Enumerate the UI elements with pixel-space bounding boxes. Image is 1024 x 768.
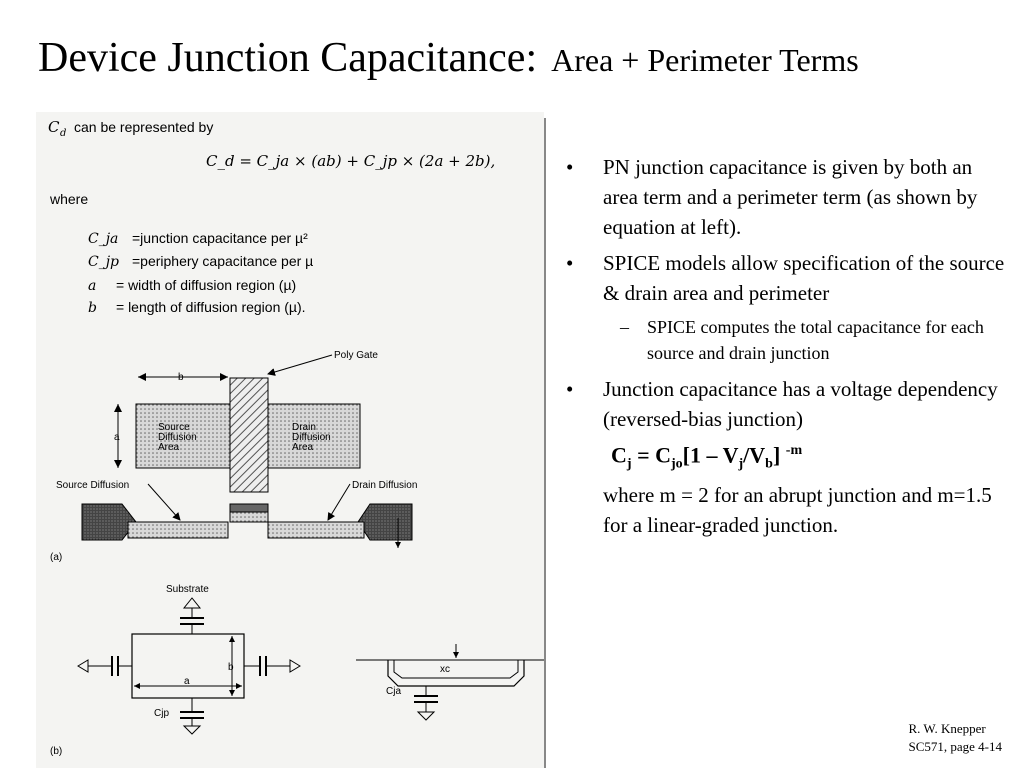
intro-symbol-sub: d (60, 128, 66, 139)
formula-note: where m = 2 for an abrupt junction and m… (603, 482, 992, 537)
a-dim-label: a (114, 432, 120, 443)
source-area-label-2: Diffusion (158, 432, 197, 443)
bullet-text: PN junction capacitance is given by both… (603, 155, 978, 239)
drain-diffusion-label: Drain Diffusion (352, 480, 417, 491)
formula-slash: /V (743, 442, 766, 468)
formula-sub-jo: jo (671, 456, 683, 472)
intro-symbol: C (48, 118, 60, 136)
figure-divider (544, 118, 546, 768)
bullet-dot-icon: • (566, 377, 574, 401)
b-dim-label-2: b (228, 662, 234, 673)
junction-formula: Cj = Cjo[1 – Vj/Vb] -m (566, 436, 1006, 480)
slide-title: Device Junction Capacitance: Area + Perim… (38, 34, 859, 82)
def-symbol-cjp: C_jp (88, 254, 119, 270)
junction-diagram: C d can be represented by C_d = C_ja × (… (48, 118, 544, 757)
source-area-label: Source (158, 422, 190, 433)
poly-gate-rect (229, 377, 269, 493)
formula-exponent: -m (785, 443, 803, 458)
formula-c: C (611, 442, 627, 468)
formula-sub-j: j (626, 456, 632, 472)
def-symbol-a: a (88, 278, 96, 294)
def-text-b: = length of diffusion region (µ). (116, 299, 306, 315)
cjp-label: Cjp (154, 708, 169, 719)
dash-icon: – (620, 317, 629, 337)
source-area-rect (135, 403, 233, 469)
title-main: Device Junction Capacitance: (38, 35, 538, 81)
substrate-label: Substrate (166, 584, 209, 595)
def-symbol-b: b (88, 300, 97, 316)
xc-label: xc (440, 664, 450, 675)
source-area-label-3: Area (158, 442, 180, 453)
a-dim-label-2: a (184, 676, 190, 687)
bullet-dot-icon: • (566, 155, 574, 179)
drain-area-rect (267, 403, 361, 469)
source-diffusion-label: Source Diffusion (56, 480, 129, 491)
drain-area-label: Drain (292, 422, 316, 433)
sub-bullet-text: SPICE computes the total capacitance for… (647, 317, 984, 363)
footer-author: R. W. Knepper (908, 721, 986, 736)
formula-close: ] (772, 442, 781, 468)
b-dim-label: b (178, 372, 184, 383)
intro-text: can be represented by (74, 119, 213, 135)
bullet-item: • SPICE models allow specification of th… (566, 248, 1006, 308)
footer-page: SC571, page 4-14 (908, 739, 1002, 754)
bullet-list: • PN junction capacitance is given by bo… (566, 152, 1006, 540)
bullet-text: SPICE models allow specification of the … (603, 251, 1005, 305)
def-text-cjp: =periphery capacitance per µ (132, 253, 313, 269)
drain-area-label-2: Diffusion (292, 432, 331, 443)
bullet-text: Junction capacitance has a voltage depen… (603, 377, 998, 431)
bullet-item: • PN junction capacitance is given by bo… (566, 152, 1006, 242)
capacitance-equation: C_d = C_ja × (ab) + C_jp × (2a + 2b), (206, 152, 495, 170)
poly-gate-label: Poly Gate (334, 350, 378, 361)
where-text: where (49, 191, 88, 207)
formula-eq: = C (631, 442, 671, 468)
formula-sub-b: b (765, 456, 773, 472)
sub-bullet-item: – SPICE computes the total capacitance f… (566, 314, 1006, 366)
figure-b-label: (b) (50, 746, 62, 757)
footer: R. W. Knepper SC571, page 4-14 (908, 720, 1002, 756)
formula-bracket: [1 – V (682, 442, 739, 468)
bullet-dot-icon: • (566, 251, 574, 275)
formula-sub-j2: j (738, 456, 744, 472)
title-sub: Area + Perimeter Terms (551, 42, 859, 78)
drain-area-label-3: Area (292, 442, 314, 453)
scanned-figure: C d can be represented by C_d = C_ja × (… (36, 112, 544, 768)
cja-label: Cja (386, 686, 401, 697)
figure-a-label: (a) (50, 552, 62, 563)
def-symbol-cja: C_ja (88, 231, 118, 247)
def-text-cja: =junction capacitance per µ² (132, 230, 308, 246)
def-text-a: = width of diffusion region (µ) (116, 277, 296, 293)
bullet-item: • Junction capacitance has a voltage dep… (566, 374, 1006, 434)
